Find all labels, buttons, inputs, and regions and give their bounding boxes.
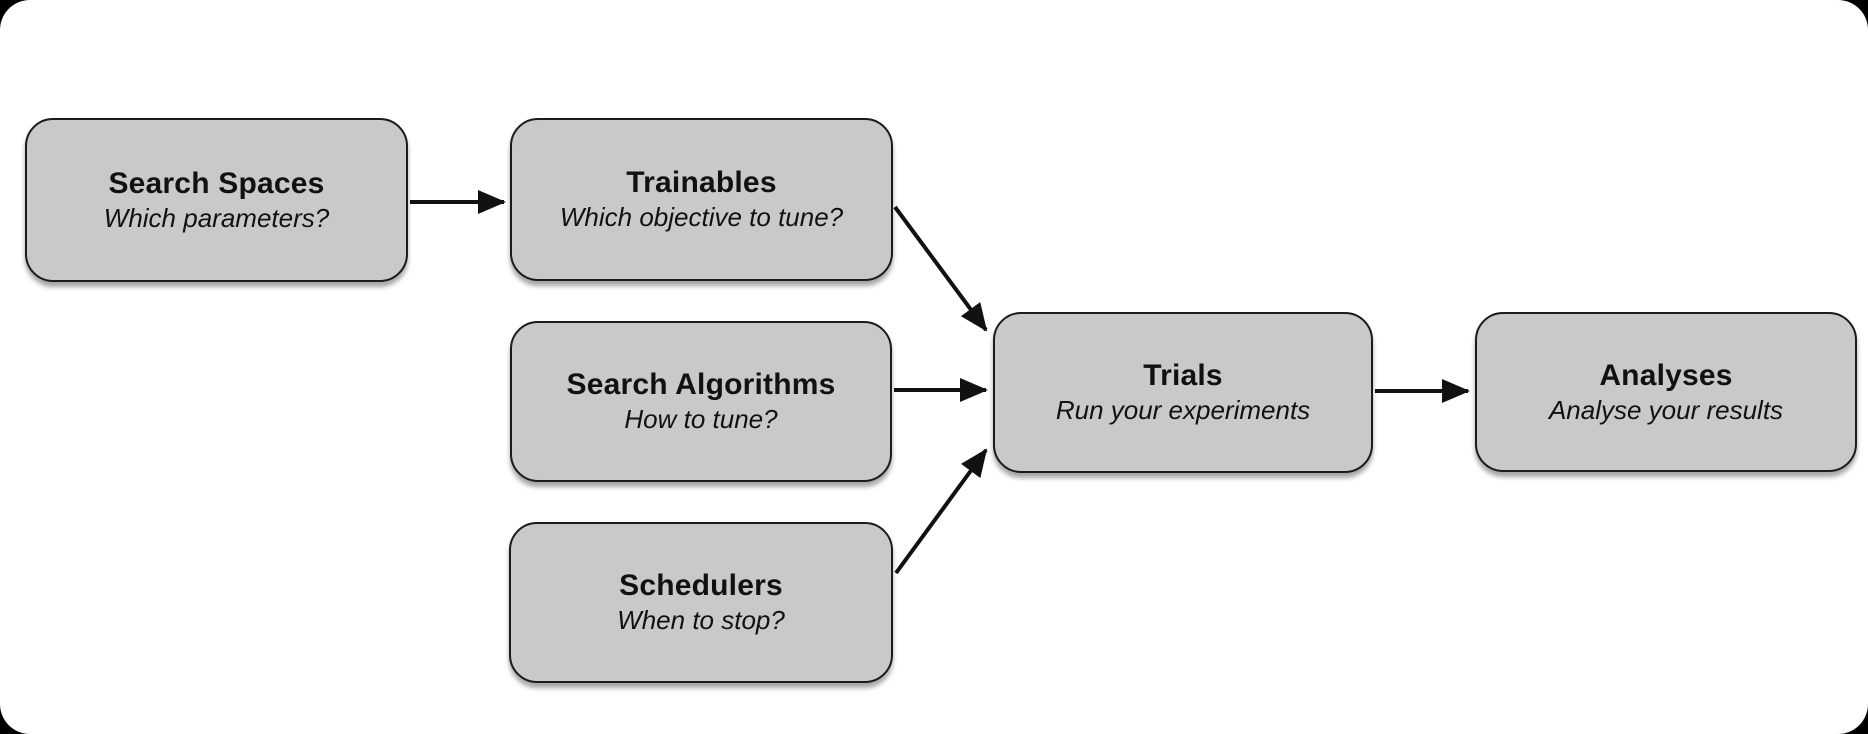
node-schedulers-subtitle: When to stop?: [617, 605, 785, 636]
node-search-algorithms-subtitle: How to tune?: [624, 404, 778, 435]
node-schedulers-title: Schedulers: [619, 569, 783, 603]
node-search-spaces: Search Spaces Which parameters?: [25, 118, 408, 282]
node-analyses: Analyses Analyse your results: [1475, 312, 1857, 472]
node-analyses-title: Analyses: [1599, 358, 1733, 392]
node-analyses-subtitle: Analyse your results: [1548, 394, 1784, 425]
node-trainables-title: Trainables: [626, 166, 777, 200]
node-search-spaces-title: Search Spaces: [108, 166, 325, 200]
arrow-schedulers-to-trials: [894, 448, 988, 575]
node-schedulers: Schedulers When to stop?: [509, 522, 893, 683]
node-trials-subtitle: Run your experiments: [1055, 395, 1311, 426]
node-trials: Trials Run your experiments: [993, 312, 1373, 473]
node-search-algorithms: Search Algorithms How to tune?: [510, 321, 892, 482]
node-search-algorithms-title: Search Algorithms: [566, 368, 836, 402]
node-trainables-subtitle: Which objective to tune?: [559, 202, 844, 233]
node-trials-title: Trials: [1143, 359, 1223, 393]
node-trainables: Trainables Which objective to tune?: [510, 118, 893, 281]
arrow-trainables-to-trials: [893, 205, 988, 332]
node-search-spaces-subtitle: Which parameters?: [103, 202, 330, 233]
